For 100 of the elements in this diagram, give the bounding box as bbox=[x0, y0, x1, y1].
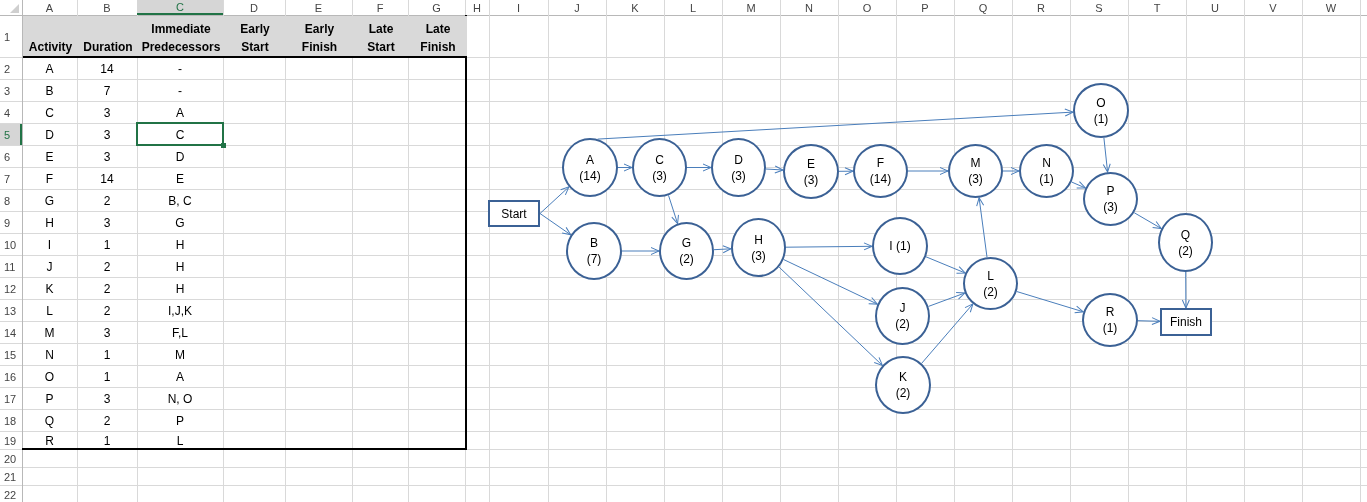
predecessor-list: H bbox=[175, 281, 185, 296]
predecessor-list: - bbox=[178, 83, 182, 98]
terminal-label: Start bbox=[501, 205, 527, 222]
column-heading: Activity bbox=[23, 16, 78, 58]
column-letter: F bbox=[376, 1, 384, 14]
arrow bbox=[1002, 167, 1020, 175]
activity-name: A bbox=[45, 61, 54, 76]
column-letter: A bbox=[45, 1, 54, 14]
row-number: 1 bbox=[4, 30, 11, 43]
activity-label: A (14) bbox=[579, 151, 601, 184]
column-letter: L bbox=[689, 1, 697, 14]
predecessor-list: P bbox=[176, 413, 184, 428]
activity-circle bbox=[1019, 144, 1074, 198]
arrow bbox=[621, 247, 660, 255]
duration-value: 3 bbox=[103, 325, 111, 340]
row-number: 18 bbox=[4, 414, 17, 427]
column-heading: Early Start bbox=[224, 16, 286, 58]
activity-circle bbox=[963, 257, 1018, 310]
row-number: 10 bbox=[4, 238, 17, 251]
column-letter: G bbox=[432, 1, 441, 14]
duration-value: 7 bbox=[103, 83, 111, 98]
arrow bbox=[539, 213, 572, 236]
row-number: 6 bbox=[4, 150, 11, 163]
activity-circle bbox=[872, 217, 928, 275]
activity-label: K (2) bbox=[895, 369, 911, 401]
arrow bbox=[1133, 212, 1162, 229]
activity-label: L (2) bbox=[983, 267, 998, 300]
predecessor-list: I,J,K bbox=[168, 303, 192, 318]
row-number: 7 bbox=[4, 172, 11, 185]
activity-name: K bbox=[45, 281, 54, 296]
column-heading: Duration bbox=[78, 16, 138, 58]
column-letter: V bbox=[1269, 1, 1277, 14]
activity-name: M bbox=[44, 325, 55, 340]
row-number: 16 bbox=[4, 370, 17, 383]
row-number: 12 bbox=[4, 282, 17, 295]
predecessor-list: G bbox=[175, 215, 185, 230]
row-number: 22 bbox=[4, 488, 17, 501]
duration-value: 3 bbox=[103, 215, 111, 230]
row-number: 2 bbox=[4, 62, 11, 75]
duration-value: 3 bbox=[103, 391, 111, 406]
predecessor-list: A bbox=[176, 105, 184, 120]
row-number: 19 bbox=[4, 434, 17, 447]
activity-name: H bbox=[45, 215, 54, 230]
arrow bbox=[617, 163, 633, 172]
column-letter: W bbox=[1325, 1, 1337, 14]
activity-label: C (3) bbox=[652, 151, 667, 184]
column-letter: Q bbox=[978, 1, 988, 14]
predecessor-list: B, C bbox=[168, 193, 192, 208]
activity-label: B (7) bbox=[586, 235, 602, 267]
activity-circle bbox=[1158, 213, 1213, 272]
duration-value: 1 bbox=[103, 237, 111, 252]
activity-circle bbox=[731, 218, 786, 277]
arrow bbox=[1071, 181, 1086, 189]
activity-circle bbox=[566, 222, 622, 280]
duration-value: 3 bbox=[103, 149, 111, 164]
column-heading: Late Finish bbox=[409, 16, 467, 58]
column-letter: P bbox=[921, 1, 929, 14]
duration-value: 2 bbox=[103, 281, 111, 296]
column-letter: C bbox=[176, 0, 184, 13]
arrow bbox=[539, 186, 570, 214]
arrow bbox=[921, 303, 974, 364]
predecessor-list: D bbox=[175, 149, 185, 164]
predecessor-list: N, O bbox=[167, 391, 193, 406]
column-letter: U bbox=[1211, 1, 1219, 14]
predecessor-list: - bbox=[178, 61, 182, 76]
activity-name: E bbox=[45, 149, 54, 164]
predecessor-list: E bbox=[176, 171, 184, 186]
predecessor-list: A bbox=[176, 369, 184, 384]
arrow bbox=[976, 197, 988, 258]
row-number: 11 bbox=[4, 260, 16, 273]
row-number: 17 bbox=[4, 392, 17, 405]
row-number: 9 bbox=[4, 216, 11, 229]
arrow bbox=[925, 256, 966, 274]
activity-circle bbox=[948, 144, 1003, 198]
terminal-label: Finish bbox=[1170, 314, 1202, 330]
activity-name: R bbox=[45, 433, 54, 448]
activity-label: Q (2) bbox=[1178, 226, 1193, 259]
activity-label: I (1) bbox=[889, 238, 911, 254]
row-number: 20 bbox=[4, 452, 17, 465]
activity-circle bbox=[875, 356, 931, 414]
activity-circle bbox=[853, 144, 908, 198]
arrow bbox=[1102, 137, 1111, 173]
activity-name: B bbox=[45, 83, 54, 98]
activity-name: O bbox=[44, 369, 55, 384]
duration-value: 1 bbox=[103, 347, 111, 362]
predecessor-list: H bbox=[175, 259, 185, 274]
column-letter: I bbox=[516, 1, 521, 14]
row-number: 3 bbox=[4, 84, 11, 97]
activity-name: J bbox=[46, 259, 53, 274]
row-number: 13 bbox=[4, 304, 17, 317]
arrow bbox=[686, 163, 712, 172]
duration-value: 14 bbox=[100, 171, 114, 186]
column-heading: Late Start bbox=[353, 16, 409, 58]
activity-circle bbox=[562, 138, 618, 197]
activity-name: G bbox=[44, 193, 55, 208]
arrow bbox=[783, 259, 878, 305]
activity-label: R (1) bbox=[1102, 304, 1118, 336]
column-letter: N bbox=[805, 1, 813, 14]
duration-value: 2 bbox=[103, 193, 111, 208]
arrow bbox=[838, 167, 854, 176]
